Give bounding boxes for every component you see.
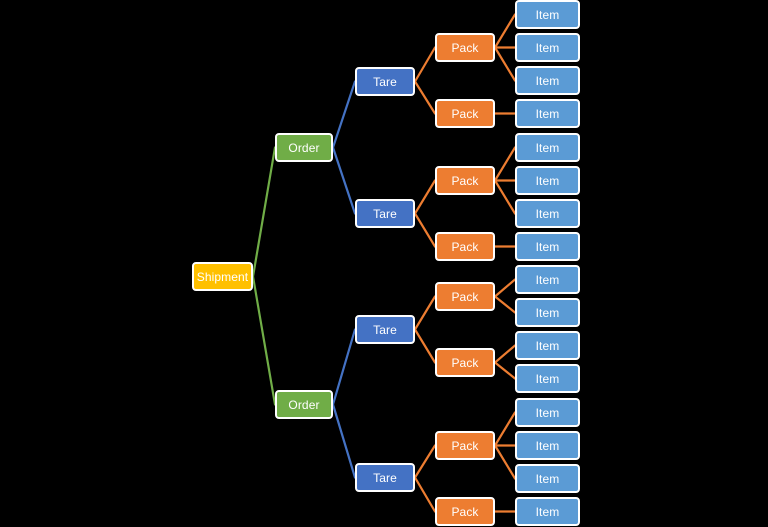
node-label: Shipment [196,269,249,284]
edge-order-1-to-tare-1 [331,80,357,149]
node-label: Item [535,504,560,519]
node-item-6[interactable]: Item [515,166,580,195]
node-pack-7[interactable]: Pack [435,431,495,460]
node-label: Item [535,40,560,55]
edge-pack-7-to-item-13 [493,411,517,447]
node-label: Pack [451,173,479,188]
node-tare-4[interactable]: Tare [355,463,415,492]
edge-tare-1-to-pack-1 [413,46,437,83]
node-pack-2[interactable]: Pack [435,99,495,128]
node-pack-3[interactable]: Pack [435,166,495,195]
edge-pack-3-to-item-5 [493,146,517,182]
node-label: Pack [451,438,479,453]
node-tare-2[interactable]: Tare [355,199,415,228]
node-item-8[interactable]: Item [515,232,580,261]
node-label: Item [535,239,560,254]
node-pack-4[interactable]: Pack [435,232,495,261]
node-label: Pack [451,106,479,121]
node-item-3[interactable]: Item [515,66,580,95]
node-tare-1[interactable]: Tare [355,67,415,96]
edge-pack-6-to-item-12 [493,361,517,380]
node-label: Order [288,140,320,155]
node-pack-5[interactable]: Pack [435,282,495,311]
node-item-5[interactable]: Item [515,133,580,162]
node-label: Item [535,206,560,221]
edge-tare-1-to-pack-2 [413,80,437,115]
node-label: Item [535,405,560,420]
node-label: Item [535,106,560,121]
node-label: Pack [451,504,479,519]
node-label: Item [535,371,560,386]
node-item-11[interactable]: Item [515,331,580,360]
node-item-14[interactable]: Item [515,431,580,460]
edge-tare-4-to-pack-7 [413,444,437,479]
edge-pack-6-to-item-11 [493,344,517,364]
node-item-9[interactable]: Item [515,265,580,294]
node-item-4[interactable]: Item [515,99,580,128]
node-label: Item [535,73,560,88]
edge-pack-7-to-item-15 [493,444,517,480]
edge-pack-5-to-item-10 [493,295,517,314]
node-label: Pack [451,289,479,304]
edge-pack-1-to-item-1 [493,13,517,49]
edge-tare-2-to-pack-3 [413,179,437,215]
node-item-12[interactable]: Item [515,364,580,393]
edge-pack-5-to-item-9 [493,278,517,298]
edge-pack-1-to-item-3 [493,46,517,82]
node-order-2[interactable]: Order [275,390,333,419]
node-pack-6[interactable]: Pack [435,348,495,377]
node-item-2[interactable]: Item [515,33,580,62]
node-label: Tare [373,470,397,485]
node-pack-8[interactable]: Pack [435,497,495,526]
edge-order-2-to-tare-4 [331,403,357,479]
node-item-10[interactable]: Item [515,298,580,327]
node-label: Item [535,305,560,320]
node-item-7[interactable]: Item [515,199,580,228]
node-label: Item [535,173,560,188]
node-item-15[interactable]: Item [515,464,580,493]
node-label: Tare [373,74,397,89]
edge-shipment-1-to-order-2 [251,275,277,406]
edge-order-1-to-tare-2 [331,146,357,215]
node-label: Item [535,140,560,155]
node-pack-1[interactable]: Pack [435,33,495,62]
node-label: Item [535,272,560,287]
node-label: Pack [451,40,479,55]
node-label: Tare [373,322,397,337]
node-label: Item [535,438,560,453]
node-tare-3[interactable]: Tare [355,315,415,344]
node-item-13[interactable]: Item [515,398,580,427]
edge-tare-2-to-pack-4 [413,212,437,248]
node-label: Pack [451,239,479,254]
node-label: Order [288,397,320,412]
edge-tare-4-to-pack-8 [413,476,437,513]
edge-pack-3-to-item-7 [493,179,517,215]
node-label: Tare [373,206,397,221]
node-label: Item [535,7,560,22]
node-item-16[interactable]: Item [515,497,580,526]
edge-order-2-to-tare-3 [331,328,357,406]
edge-tare-3-to-pack-5 [413,295,437,331]
node-item-1[interactable]: Item [515,0,580,29]
node-label: Pack [451,355,479,370]
node-order-1[interactable]: Order [275,133,333,162]
node-shipment-1[interactable]: Shipment [192,262,253,291]
edge-tare-3-to-pack-6 [413,328,437,364]
node-label: Item [535,471,560,486]
node-label: Item [535,338,560,353]
edge-shipment-1-to-order-1 [251,146,277,278]
